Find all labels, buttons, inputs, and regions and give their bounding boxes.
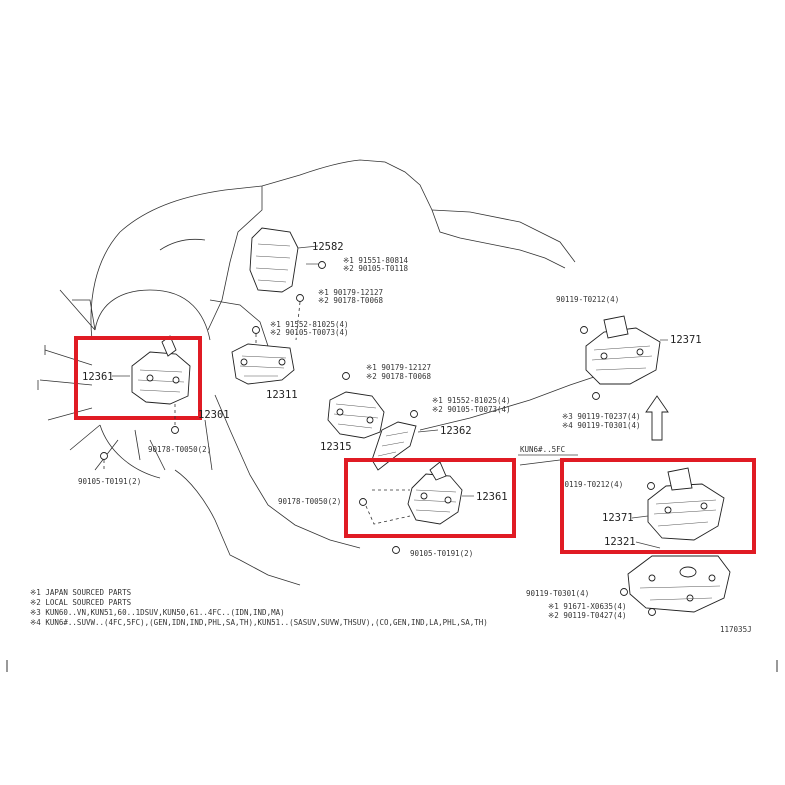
label-90119-T0237: ※3 90119-T0237(4) xyxy=(562,412,641,421)
bolt-icon xyxy=(647,482,655,490)
bolt-icon xyxy=(620,588,628,596)
label-90105-T0118: ※2 90105-T0118 xyxy=(343,264,408,273)
nut-icon xyxy=(342,372,350,380)
up-arrow-icon xyxy=(645,395,669,441)
label-91551-80814: ※1 91551-80814 xyxy=(343,256,408,265)
left-edge-marker xyxy=(6,660,8,672)
right-edge-marker xyxy=(776,660,778,672)
label-90105-T0073-mid: ※2 90105-T0073(4) xyxy=(432,405,511,414)
part-12371-top-mount xyxy=(585,315,661,385)
bolt-icon xyxy=(580,326,588,334)
part-12315-bracket xyxy=(327,391,385,439)
footnote-4: ※4 KUN6#..SUVW..(4FC,5FC),(GEN,IDN,IND,P… xyxy=(30,618,488,627)
part-12311-bracket xyxy=(231,343,295,385)
label-90105-T0073-top: ※2 90105-T0073(4) xyxy=(270,328,349,337)
label-91671-X0635: ※1 91671-X0635(4) xyxy=(548,602,627,611)
footnote-2: ※2 LOCAL SOURCED PARTS xyxy=(30,598,132,607)
nut-icon xyxy=(171,426,179,434)
bolt-icon xyxy=(592,392,600,400)
assembly-dash-line xyxy=(365,489,411,525)
label-12362: 12362 xyxy=(440,425,472,437)
label-12361-mid: 12361 xyxy=(476,491,508,503)
bolt-icon xyxy=(100,452,108,460)
label-90119-T0427: ※2 90119-T0427(4) xyxy=(548,611,627,620)
leader-12371-low xyxy=(631,515,649,519)
highlight-box-mid xyxy=(344,458,516,538)
nut-icon xyxy=(296,294,304,302)
bolt-icon xyxy=(318,261,326,269)
label-12371-top: 12371 xyxy=(670,334,702,346)
bolt-icon xyxy=(410,410,418,418)
label-12582: 12582 xyxy=(312,241,344,253)
highlight-box-left xyxy=(74,336,202,420)
label-90119-T0212-top: 90119-T0212(4) xyxy=(556,295,619,304)
label-12311: 12311 xyxy=(266,389,298,401)
footnote-1: ※1 JAPAN SOURCED PARTS xyxy=(30,588,132,597)
label-90119-T0301-low: 90119-T0301(4) xyxy=(526,589,589,598)
label-90105-T0191-mid: 90105-T0191(2) xyxy=(410,549,473,558)
label-90105-T0191-left: 90105-T0191(2) xyxy=(78,477,141,486)
part-12582-bracket xyxy=(249,227,319,293)
figure-id: 117035J xyxy=(720,625,752,634)
label-90178-T0050-left: 90178-T0050(2) xyxy=(148,445,211,454)
highlight-box-right xyxy=(560,458,756,554)
label-90178-T0068-mid: ※2 90178-T0068 xyxy=(366,372,431,381)
label-12321: 12321 xyxy=(604,536,636,548)
bolt-icon xyxy=(252,326,260,334)
part-12321-crossmember xyxy=(627,555,731,613)
label-kun-variant: KUN6#..5FC xyxy=(520,445,565,454)
label-90119-T0301: ※4 90119-T0301(4) xyxy=(562,421,641,430)
label-12371-low: 12371 xyxy=(602,512,634,524)
leader-12321 xyxy=(635,541,661,549)
label-90178-T0068-top: ※2 90178-T0068 xyxy=(318,296,383,305)
part-12361-mid-mount xyxy=(407,461,463,525)
leader-12362 xyxy=(417,429,439,433)
footnote-3: ※3 KUN60..VN,KUN51,60..1DSUV,KUN50,61..4… xyxy=(30,608,285,617)
label-90178-T0050-mid: 90178-T0050(2) xyxy=(278,497,341,506)
label-91552-81025-mid: ※1 91552-81025(4) xyxy=(432,396,511,405)
part-12361-left-mount xyxy=(131,335,191,405)
label-91552-81025-top: ※1 91552-81025(4) xyxy=(270,320,349,329)
label-90179-12127-mid: ※1 90179-12127 xyxy=(366,363,431,372)
bolt-icon xyxy=(392,546,400,554)
label-90119-T0212-low: 90119-T0212(4) xyxy=(560,480,623,489)
footnotes: ※1 JAPAN SOURCED PARTS ※2 LOCAL SOURCED … xyxy=(30,588,488,627)
label-90179-12127-top: ※1 90179-12127 xyxy=(318,288,383,297)
label-12361-left: 12361 xyxy=(82,371,114,383)
assembly-dash-line xyxy=(255,301,301,346)
part-12371-low-mount xyxy=(647,467,725,541)
label-12301: 12301 xyxy=(198,409,230,421)
bolt-icon xyxy=(648,608,656,616)
nut-icon xyxy=(359,498,367,506)
label-12315: 12315 xyxy=(320,441,352,453)
